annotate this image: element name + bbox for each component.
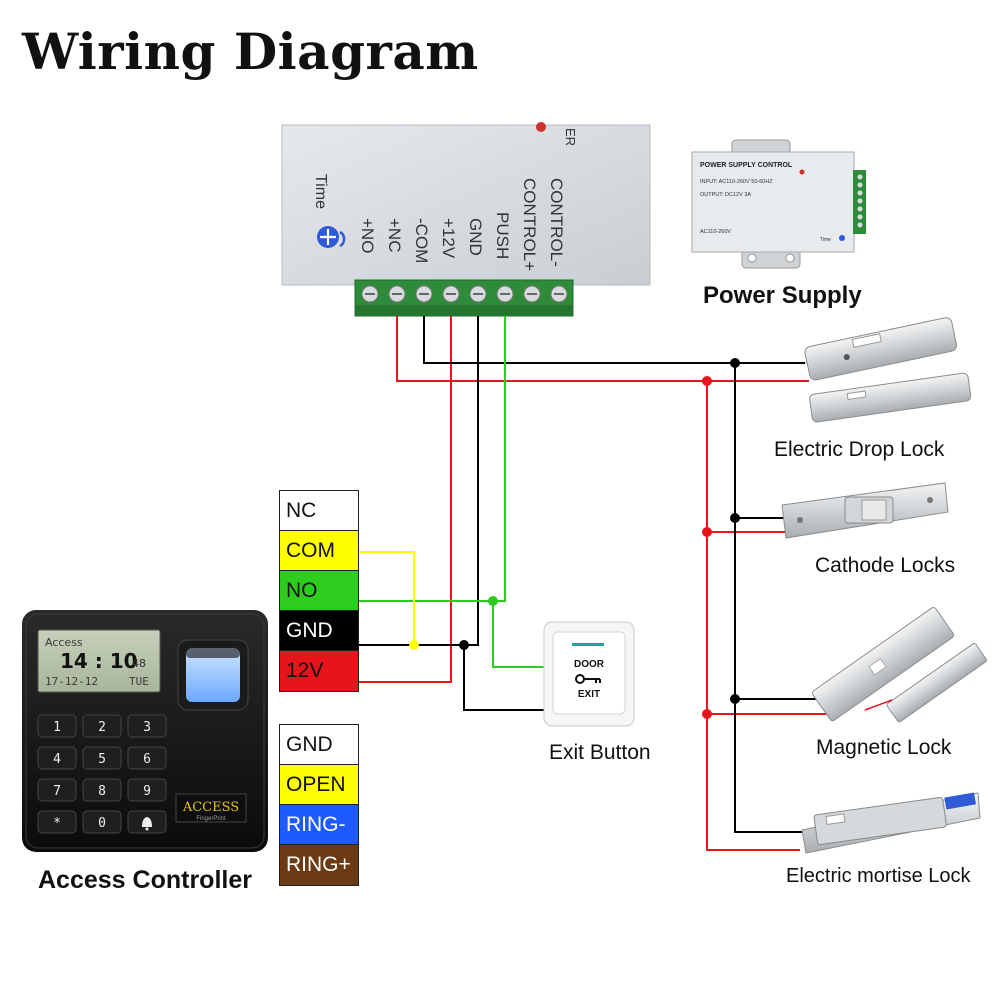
svg-text:*: * [53,816,61,831]
lcd-seconds: 48 [132,657,146,670]
key-bell[interactable] [127,810,167,834]
wire-green-push [357,316,506,602]
terminal-cell-com: COM [280,531,358,571]
lcd-time: 14 : 10 [60,649,138,673]
terminal-cell-open: OPEN [280,765,358,805]
time-knob-icon [317,226,346,248]
keypad: 1 2 3 4 5 6 7 8 9 * 0 [37,714,167,834]
terminal-label-com: -COM [412,218,431,263]
magnetic-lock-image [811,607,987,723]
key-1[interactable]: 1 [37,714,77,738]
svg-text:5: 5 [98,752,106,767]
lcd-date: 17-12-12 [45,675,98,688]
key-6[interactable]: 6 [127,746,167,770]
lcd-day: TUE [129,675,149,688]
lcd-top: Access [45,636,83,649]
terminal-block-2: GND OPEN RING- RING+ [279,724,359,886]
terminal-label-push: PUSH [493,212,512,259]
power-supply-caption: Power Supply [703,282,862,309]
key-8[interactable]: 8 [82,778,122,802]
key-0[interactable]: 0 [82,810,122,834]
svg-text:4: 4 [53,752,61,767]
access-controller-device: Access 14 : 10 48 17-12-12 TUE ACCESS Fi… [22,610,268,852]
power-supply-time-label: Time [312,174,329,209]
wire-black-vertical [734,363,805,833]
key-7[interactable]: 7 [37,778,77,802]
svg-text:0: 0 [98,816,106,831]
exit-button-exit-text: EXIT [578,689,600,700]
drop-lock-caption: Electric Drop Lock [774,438,945,461]
terminal-cell-gnd-2: GND [280,725,358,765]
thumb-model: AC110-260V [700,229,731,235]
controller-brand-sub: FingerPrint [196,816,226,822]
exit-button-door-text: DOOR [574,659,605,670]
terminal-label-nc: +NC [385,218,404,252]
exit-button-caption: Exit Button [549,741,651,764]
wire-black-gnd [357,316,479,646]
svg-text:9: 9 [143,784,151,799]
thumb-header: POWER SUPPLY CONTROL [700,162,793,169]
wire-black-exit [463,645,545,711]
thumb-input: INPUT: AC110-260V 50-60HZ [700,179,773,185]
magnetic-lock-caption: Magnetic Lock [816,736,952,759]
terminal-label-control-minus: CONTROL- [547,178,566,267]
exit-button-image: DOOR EXIT [543,621,635,727]
cathode-lock-image [781,482,949,539]
terminal-cell-ring-minus: RING- [280,805,358,845]
svg-text:3: 3 [143,720,151,735]
svg-text:1: 1 [53,720,61,735]
key-5[interactable]: 5 [82,746,122,770]
terminal-label-control-plus: CONTROL+ [520,178,539,271]
wire-red-12v [357,316,452,683]
terminal-strip [354,279,574,317]
cathode-lock-caption: Cathode Locks [815,554,956,577]
thumb-time-label: Time [820,237,831,243]
terminal-label-no: +NO [358,218,377,253]
terminal-cell-nc: NC [280,491,358,531]
controller-brand: ACCESS [182,800,239,815]
electric-drop-lock-image [804,317,972,423]
terminal-label-12v: +12V [439,218,458,259]
terminal-block-1: NC COM NO GND 12V [279,490,359,692]
svg-text:2: 2 [98,720,106,735]
wire-yellow-com [357,551,415,645]
key-star[interactable]: * [37,810,77,834]
diagram-title: Wiring Diagram [22,22,479,81]
bell-icon [142,817,152,831]
svg-text:8: 8 [98,784,106,799]
wires [357,316,830,851]
key-icon [575,674,601,684]
terminal-cell-gnd: GND [280,611,358,651]
key-2[interactable]: 2 [82,714,122,738]
terminal-label-gnd: GND [466,218,485,256]
terminal-cell-ring-plus: RING+ [280,845,358,885]
svg-text:6: 6 [143,752,151,767]
key-9[interactable]: 9 [127,778,167,802]
power-supply-unit: ER Time +NO +NC -COM +12V GND PUSH CONTR… [281,122,651,317]
wire-green-exit [492,601,545,668]
wire-black-bus [423,316,805,364]
terminal-cell-no: NO [280,571,358,611]
power-supply-thumbnail: POWER SUPPLY CONTROL INPUT: AC110-260V 5… [691,139,866,269]
thumb-output: OUTPUT: DC12V 3A [700,192,751,198]
electric-mortise-lock-image [801,792,981,854]
terminal-cell-12v: 12V [280,651,358,691]
mortise-lock-caption: Electric mortise Lock [786,865,971,887]
access-controller-caption: Access Controller [38,866,252,894]
key-4[interactable]: 4 [37,746,77,770]
svg-text:7: 7 [53,784,61,799]
wire-red-bus [396,316,809,382]
svg-text:ER: ER [563,128,578,146]
wire-red-vertical [706,381,800,851]
key-3[interactable]: 3 [127,714,167,738]
junction-dots [409,358,740,719]
